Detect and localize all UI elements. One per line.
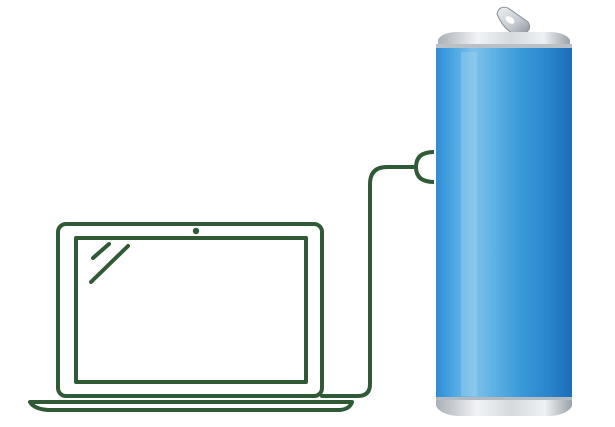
laptop-icon bbox=[28, 222, 354, 412]
can-highlight bbox=[461, 52, 477, 396]
laptop-screen bbox=[74, 236, 308, 384]
screen-glare-short bbox=[91, 242, 111, 260]
can-pull-tab bbox=[496, 6, 531, 34]
can-top-lid bbox=[438, 32, 570, 46]
screen-glare-long bbox=[89, 244, 130, 284]
can-top-rim bbox=[436, 44, 572, 49]
laptop-lid bbox=[56, 222, 324, 398]
webcam-dot bbox=[192, 227, 200, 235]
can-bottom-seam bbox=[436, 397, 572, 400]
charging-cable bbox=[320, 165, 419, 398]
cable-connector bbox=[414, 150, 435, 184]
beverage-can bbox=[436, 6, 572, 416]
laptop-base bbox=[28, 400, 354, 412]
can-bottom-rim bbox=[436, 398, 572, 416]
can-body bbox=[436, 48, 572, 400]
